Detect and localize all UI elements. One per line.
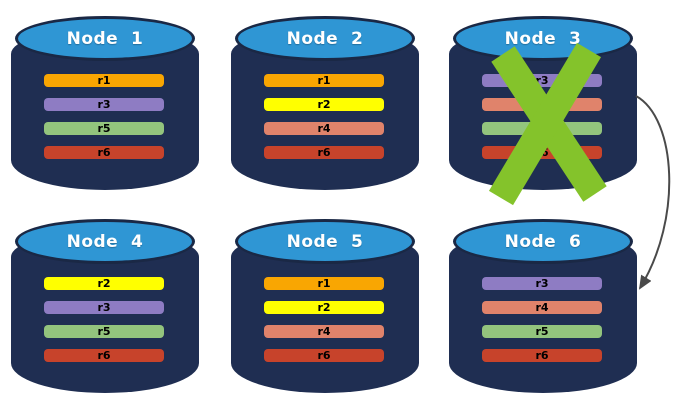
shard-r6: r6 <box>264 349 384 362</box>
shard-label: r6 <box>535 349 549 362</box>
shard-r4: r4 <box>482 301 602 314</box>
node-title: Node 3 <box>504 28 582 49</box>
shard-r6: r6 <box>264 146 384 159</box>
shard-r1: r1 <box>44 74 164 87</box>
shard-label: r5 <box>535 325 549 338</box>
shard-label: r4 <box>317 122 331 135</box>
shard-label: r5 <box>97 325 111 338</box>
shard-label: r4 <box>317 325 331 338</box>
node-title: Node 2 <box>286 28 364 49</box>
node-title: Node 6 <box>504 231 582 252</box>
shard-r2: r2 <box>264 301 384 314</box>
node-title: Node 1 <box>66 28 144 49</box>
shard-label: r3 <box>535 277 549 290</box>
shard-label: r6 <box>317 146 331 159</box>
node-2: Node 2 r1 r2 r4 r6 <box>230 8 420 192</box>
shard-label: r5 <box>97 122 111 135</box>
failure-x-icon <box>488 42 607 206</box>
shard-list: r1 r3 r5 r6 <box>44 74 164 159</box>
shard-label: r3 <box>97 98 111 111</box>
shard-r3: r3 <box>482 277 602 290</box>
shard-r5: r5 <box>482 325 602 338</box>
shard-label: r6 <box>97 146 111 159</box>
node-1: Node 1 r1 r3 r5 r6 <box>10 8 200 192</box>
shard-label: r3 <box>97 301 111 314</box>
cylinder-top: Node 5 <box>235 219 415 264</box>
shard-label: r6 <box>317 349 331 362</box>
shard-r4: r4 <box>264 122 384 135</box>
node-4: Node 4 r2 r3 r5 r6 <box>10 211 200 395</box>
node-3: Node 3 r3 r4 r5 r6 <box>448 8 638 206</box>
cylinder-top: Node 2 <box>235 16 415 61</box>
cylinder-top: Node 6 <box>453 219 633 264</box>
shard-label: r1 <box>317 74 331 87</box>
shard-r1: r1 <box>264 74 384 87</box>
shard-r3: r3 <box>44 301 164 314</box>
shard-r4: r4 <box>264 325 384 338</box>
shard-list: r3 r4 r5 r6 <box>482 277 602 362</box>
shard-r5: r5 <box>44 325 164 338</box>
shard-r5: r5 <box>44 122 164 135</box>
node-6: Node 6 r3 r4 r5 r6 <box>448 211 638 395</box>
cylinder-top: Node 4 <box>15 219 195 264</box>
shard-label: r1 <box>97 74 111 87</box>
shard-label: r2 <box>317 98 331 111</box>
shard-r6: r6 <box>44 349 164 362</box>
shard-list: r2 r3 r5 r6 <box>44 277 164 362</box>
shard-label: r4 <box>535 301 549 314</box>
shard-label: r1 <box>317 277 331 290</box>
shard-r6: r6 <box>44 146 164 159</box>
shard-label: r2 <box>97 277 111 290</box>
shard-label: r6 <box>97 349 111 362</box>
shard-r3: r3 <box>44 98 164 111</box>
node-title: Node 5 <box>286 231 364 252</box>
node-5: Node 5 r1 r2 r4 r6 <box>230 211 420 395</box>
shard-list: r1 r2 r4 r6 <box>264 277 384 362</box>
cylinder-top: Node 3 <box>453 16 633 61</box>
shard-r2: r2 <box>44 277 164 290</box>
shard-list: r1 r2 r4 r6 <box>264 74 384 159</box>
shard-r2: r2 <box>264 98 384 111</box>
node-title: Node 4 <box>66 231 144 252</box>
shard-r6: r6 <box>482 349 602 362</box>
shard-r1: r1 <box>264 277 384 290</box>
shard-label: r2 <box>317 301 331 314</box>
cylinder-top: Node 1 <box>15 16 195 61</box>
